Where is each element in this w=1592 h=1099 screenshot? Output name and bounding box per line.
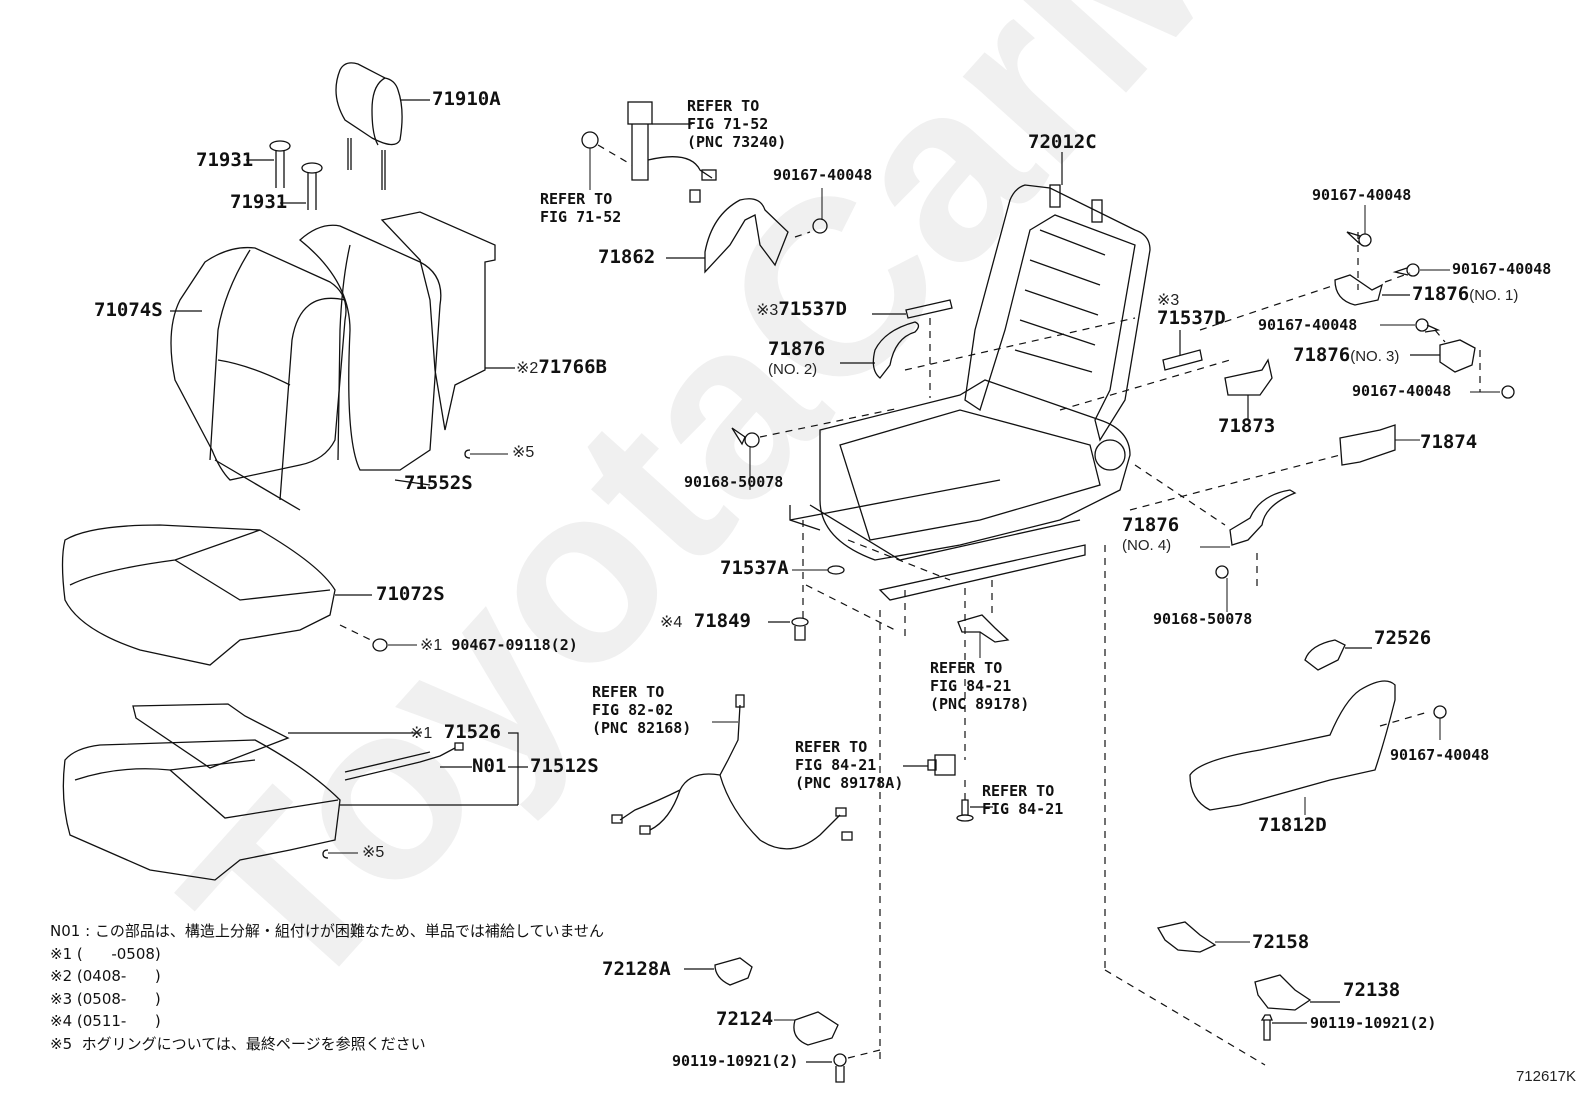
- footnote-2: ※2 (0408- ): [50, 967, 161, 985]
- part-label-71931-lower[interactable]: 71931: [230, 191, 288, 213]
- seat-belt-cover-drawing: [666, 188, 828, 274]
- part-label-71849[interactable]: ※4 71849: [660, 610, 751, 632]
- part-label-71537D-left[interactable]: ※371537D: [756, 298, 847, 320]
- seat-belt-buckle-drawing: [581, 101, 717, 203]
- wire-harness-drawing: [611, 694, 853, 850]
- frame-clip-right-drawing: [1059, 330, 1231, 411]
- bolt-left-drawing: [731, 407, 901, 490]
- part-label-72526[interactable]: 72526: [1374, 627, 1432, 649]
- part-label-90168-50078-left[interactable]: 90168-50078: [684, 473, 784, 491]
- refer-fig-84-21-switch[interactable]: REFER TO FIG 84-21 (PNC 89178): [930, 659, 1030, 713]
- rear-covers-drawing: [684, 957, 881, 1083]
- note-mark-1b: ※1: [410, 725, 433, 742]
- part-label-90168-50078-right[interactable]: 90168-50078: [1153, 610, 1253, 628]
- note-mark-1: ※1: [420, 637, 443, 654]
- part-label-90167-40048-r1[interactable]: 90167-40048: [1312, 186, 1412, 204]
- footnote-4: ※4 (0511- ): [50, 1012, 161, 1030]
- seatback-cover-drawing: [170, 246, 347, 511]
- recliner-cover-drawing: [1129, 424, 1420, 511]
- part-label-71526[interactable]: ※1 71526: [410, 721, 501, 743]
- part-label-72012C[interactable]: 72012C: [1028, 131, 1097, 153]
- note-mark-4: ※4: [660, 614, 683, 631]
- seat-heater-element-drawing: [344, 742, 472, 781]
- part-label-71766B[interactable]: ※271766B: [516, 356, 607, 378]
- headrest-guide-drawing: [246, 140, 323, 210]
- hog-ring-label-lower: ※5: [362, 844, 385, 861]
- part-label-72158[interactable]: 72158: [1252, 931, 1310, 953]
- frame-clip-left-drawing: [872, 299, 953, 398]
- part-label-71931-upper[interactable]: 71931: [196, 149, 254, 171]
- part-label-90167-40048-r4[interactable]: 90167-40048: [1352, 382, 1452, 400]
- part-label-72138[interactable]: 72138: [1343, 979, 1401, 1001]
- seat-cushion-insert-drawing: [132, 703, 420, 769]
- part-label-71910A[interactable]: 71910A: [432, 88, 501, 110]
- inner-cover-drawing: [1224, 358, 1273, 420]
- part-label-71074S[interactable]: 71074S: [94, 299, 163, 321]
- note-mark-3: ※3: [756, 302, 779, 319]
- figure-id: 712617K: [1515, 1068, 1576, 1085]
- seat-frame-drawing: [789, 152, 1151, 601]
- part-label-71876-no4[interactable]: 71876 (NO. 4): [1122, 514, 1180, 554]
- part-label-71537A[interactable]: 71537A: [720, 557, 789, 579]
- part-label-71874[interactable]: 71874: [1420, 431, 1478, 453]
- part-label-72124[interactable]: 72124: [716, 1008, 774, 1030]
- part-label-71862[interactable]: 71862: [598, 246, 656, 268]
- part-label-71512S[interactable]: 71512S: [530, 755, 599, 777]
- seat-switch-drawing: [957, 580, 1010, 760]
- part-label-90167-40048-r2[interactable]: 90167-40048: [1452, 260, 1552, 278]
- part-label-71873[interactable]: 71873: [1218, 415, 1276, 437]
- refer-fig-71-52-buckle[interactable]: REFER TO FIG 71-52 (PNC 73240): [687, 97, 787, 151]
- note-mark-3b: ※3: [1157, 292, 1180, 309]
- part-label-71876-no3[interactable]: 71876(NO. 3): [1293, 344, 1400, 366]
- refer-fig-71-52-anchor[interactable]: REFER TO FIG 71-52: [540, 190, 622, 226]
- part-label-90467-09118[interactable]: ※1 90467-09118(2): [420, 636, 578, 654]
- seatback-pad-drawing: [298, 224, 442, 486]
- seatback-board-drawing: [380, 211, 515, 459]
- footnotes: N01 : この部品は、構造上分解・組付けが困難なため、単品では補給していません…: [50, 920, 604, 1055]
- side-shield-drawing: [1189, 639, 1447, 815]
- part-label-90167-40048-r3[interactable]: 90167-40048: [1258, 316, 1358, 334]
- track-clip-drawing: [768, 520, 951, 1060]
- part-label-90167-40048-arm[interactable]: 90167-40048: [1390, 746, 1490, 764]
- footnote-3: ※3 (0508- ): [50, 989, 161, 1008]
- part-label-71552S[interactable]: 71552S: [404, 472, 473, 494]
- hinge-cover-no4-drawing: [1134, 464, 1297, 612]
- footnote-5: ※5 ホグリングについては、最終ページを参照ください: [50, 1034, 426, 1053]
- part-label-71072S[interactable]: 71072S: [376, 583, 445, 605]
- note-mark-2: ※2: [516, 360, 539, 377]
- track-covers-drawing: [1104, 545, 1340, 1066]
- footnote-1: ※1 ( -0508): [50, 944, 161, 963]
- screws-right-drawing: [1199, 205, 1515, 399]
- part-label-71812D[interactable]: 71812D: [1258, 814, 1327, 836]
- seat-cushion-pad-drawing: [62, 732, 528, 881]
- part-label-90119-10921-right[interactable]: 90119-10921(2): [1310, 1014, 1437, 1032]
- part-label-N01[interactable]: N01: [472, 755, 507, 777]
- refer-fig-84-21-screw[interactable]: REFER TO FIG 84-21: [982, 782, 1064, 818]
- part-label-72128A[interactable]: 72128A: [602, 958, 671, 980]
- refer-fig-84-21-connector[interactable]: REFER TO FIG 84-21 (PNC 89178A): [795, 738, 904, 792]
- seat-cushion-cover-drawing: [61, 524, 417, 666]
- part-label-90119-10921-left[interactable]: 90119-10921(2): [672, 1052, 799, 1070]
- headrest-drawing: [335, 62, 430, 190]
- part-label-90167-40048-top[interactable]: 90167-40048: [773, 166, 873, 184]
- part-label-71876-no1[interactable]: 71876(NO. 1): [1412, 283, 1519, 305]
- part-label-71537D-right[interactable]: ※3 71537D: [1157, 292, 1226, 329]
- part-label-71876-no2[interactable]: 71876 (NO. 2): [768, 338, 826, 378]
- hog-ring-label-upper: ※5: [512, 444, 535, 461]
- connector-drawing: [903, 754, 993, 822]
- refer-fig-82-02-harness[interactable]: REFER TO FIG 82-02 (PNC 82168): [592, 683, 692, 737]
- hinge-cover-no2-drawing: [840, 317, 1136, 379]
- footnote-N01: N01 : この部品は、構造上分解・組付けが困難なため、単品では補給していません: [50, 922, 605, 940]
